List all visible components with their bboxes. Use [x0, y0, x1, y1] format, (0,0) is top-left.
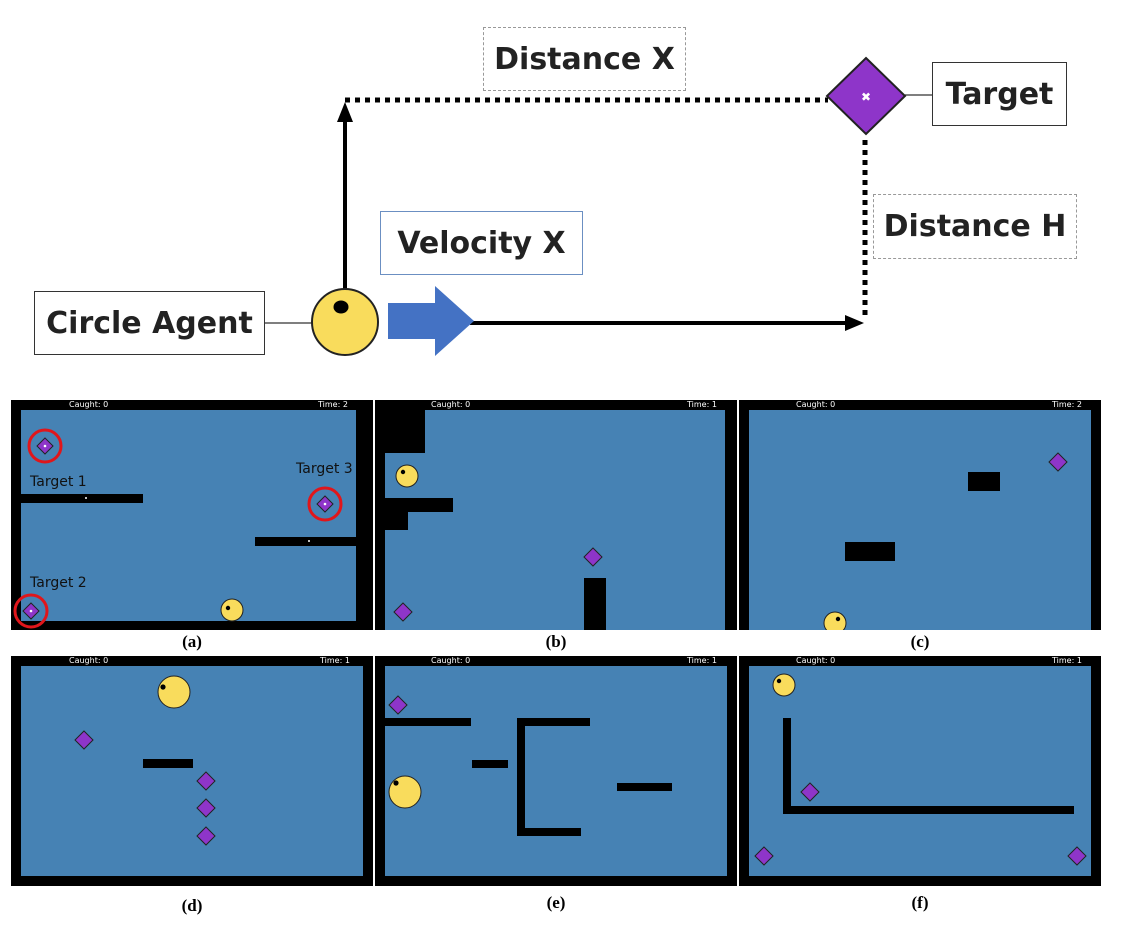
vertical-arrow-head	[337, 102, 353, 122]
panel-a-target-1-label: Target 1	[30, 474, 87, 490]
panel-b-agent	[395, 464, 419, 488]
panel-d-arena	[11, 656, 373, 886]
panel-b-caught: Caught: 0	[431, 400, 471, 409]
panel-d-target-1	[74, 730, 94, 750]
circle-agent-label: Circle Agent	[34, 291, 265, 355]
circle-agent-icon	[311, 288, 379, 356]
panel-f-caught: Caught: 0	[796, 656, 836, 665]
target-diamond-icon	[825, 56, 907, 136]
panel-f-arena	[739, 656, 1101, 886]
panel-f-caption: (f)	[911, 893, 929, 912]
distance-x-label: Distance X	[483, 27, 686, 91]
panel-b: Caught: 0 Time: 1	[375, 400, 737, 630]
panel-a: Caught: 0 Time: 2 Target 1 Target 2 Targ…	[11, 400, 373, 630]
panel-b-target-1	[583, 547, 603, 567]
panel-c-target	[1048, 452, 1068, 472]
panel-f-agent	[772, 673, 796, 697]
panel-a-target-3-label: Target 3	[296, 461, 353, 477]
panel-a-agent	[220, 598, 244, 622]
panel-d-agent	[157, 675, 191, 709]
panel-e-caught: Caught: 0	[431, 656, 471, 665]
panel-a-target-2-label: Target 2	[30, 575, 87, 591]
panel-e-agent	[388, 775, 422, 809]
panel-f-time: Time: 1	[1052, 656, 1082, 665]
target-mark: ✖	[861, 90, 871, 104]
panel-e-caption: (e)	[546, 893, 566, 912]
horizontal-arrow-head	[845, 315, 864, 331]
panel-d-target-2	[196, 771, 216, 791]
panel-a-target-1	[27, 428, 63, 464]
velocity-arrow	[388, 286, 474, 356]
panel-c-arena	[739, 400, 1101, 630]
panel-c: Caught: 0 Time: 2	[739, 400, 1101, 630]
panel-a-arena	[11, 400, 373, 630]
panel-a-target-3	[307, 486, 343, 522]
panel-c-caught: Caught: 0	[796, 400, 836, 409]
panel-f: Caught: 0 Time: 1	[739, 656, 1101, 886]
panel-a-target-2	[13, 593, 49, 629]
panel-e-target	[388, 695, 408, 715]
target-label: Target	[932, 62, 1067, 126]
panel-b-arena	[375, 400, 737, 630]
panel-d-caught: Caught: 0	[69, 656, 109, 665]
velocity-x-label: Velocity X	[380, 211, 583, 275]
distance-h-label: Distance H	[873, 194, 1077, 259]
panel-f-target-3	[1067, 846, 1087, 866]
panel-d-caption: (d)	[181, 896, 203, 915]
panel-a-time: Time: 2	[318, 400, 348, 409]
panel-c-agent	[823, 611, 847, 630]
panel-d-target-3	[196, 798, 216, 818]
panel-d-target-4	[196, 826, 216, 846]
panel-a-caption: (a)	[182, 632, 202, 651]
panel-d: Caught: 0 Time: 1	[11, 656, 373, 886]
panel-b-target-2	[393, 602, 413, 622]
agent-target-diagram: ✖ Distance X Target Distance H Velocity …	[0, 0, 1126, 370]
panel-a-caught: Caught: 0	[69, 400, 109, 409]
panel-b-time: Time: 1	[687, 400, 717, 409]
panel-f-target-2	[754, 846, 774, 866]
panel-f-target-1	[800, 782, 820, 802]
agent-eye	[333, 300, 349, 314]
panel-e: Caught: 0 Time: 1	[375, 656, 737, 886]
diagram-canvas: ✖	[265, 56, 932, 356]
panel-e-time: Time: 1	[687, 656, 717, 665]
panel-c-time: Time: 2	[1052, 400, 1082, 409]
panel-c-caption: (c)	[910, 632, 930, 651]
panel-b-caption: (b)	[545, 632, 567, 651]
panel-e-arena	[375, 656, 737, 886]
panel-d-time: Time: 1	[320, 656, 350, 665]
